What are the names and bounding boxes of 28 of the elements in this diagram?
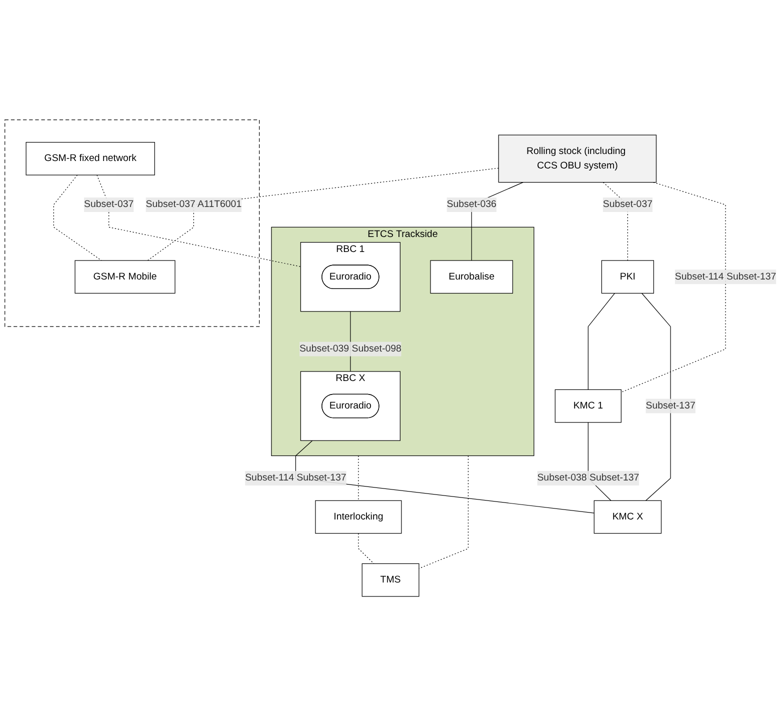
connector <box>53 175 102 262</box>
connector <box>642 293 671 502</box>
edge-label: Subset-038 Subset-137 <box>537 473 640 484</box>
node-box: Rolling stock (including CCS OBU system) <box>498 135 657 183</box>
node-box: GSM-R fixed network <box>26 142 155 176</box>
edge-label: Subset-114 Subset-137 <box>245 473 346 484</box>
node-box: KMC X <box>594 500 662 534</box>
edge-label: Subset-036 <box>446 200 496 210</box>
connector <box>295 440 594 514</box>
node-box: PKI <box>601 260 654 294</box>
connector <box>418 456 469 570</box>
edge-label: Subset-037 <box>602 200 652 210</box>
edge-label: Subset-037 A11T6001 <box>146 200 242 210</box>
edge-label: Subset-039 Subset-098 <box>299 344 402 354</box>
cluster <box>4 120 260 328</box>
node-box: KMC 1 <box>554 390 622 424</box>
edge-label: Subset-037 <box>84 200 134 210</box>
edge-label: Subset-137 <box>646 400 696 412</box>
node-box: Eurobalise <box>430 260 513 294</box>
connector <box>147 168 499 262</box>
connector <box>602 182 628 262</box>
node-box: TMS <box>362 564 420 598</box>
node-box: Interlocking <box>315 500 402 534</box>
node-box: GSM-R Mobile <box>74 260 176 294</box>
edge-label: Subset-114 Subset-137 <box>674 272 776 282</box>
connector <box>588 293 615 390</box>
connector <box>620 182 726 393</box>
connector <box>358 533 374 564</box>
